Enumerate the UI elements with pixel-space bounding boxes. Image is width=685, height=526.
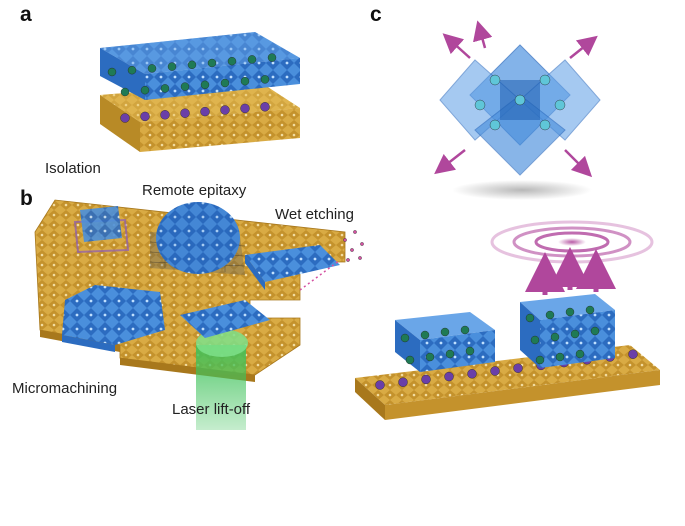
green-atom <box>585 305 595 315</box>
laser-film <box>180 300 270 338</box>
green-atom <box>425 352 435 362</box>
panel-a-substrate <box>100 82 300 152</box>
emitting-perovskite-block <box>520 294 615 368</box>
label-remote-epitaxy: Remote epitaxy <box>142 182 247 199</box>
etchant-droplet <box>353 230 357 234</box>
cyan-atom <box>554 99 566 111</box>
green-atom <box>240 76 250 86</box>
cluster-shadow <box>452 180 592 200</box>
label-micromachining: Micromachining <box>12 380 117 397</box>
cyan-atom <box>514 94 526 106</box>
etchant-droplet <box>346 258 350 262</box>
purple-atom <box>375 380 385 390</box>
etchant-droplet <box>360 242 364 246</box>
laser-lift-off <box>180 300 270 430</box>
green-atom <box>565 307 575 317</box>
purple-atom <box>240 103 250 114</box>
cyan-atom <box>489 119 501 131</box>
panel-a-green-atoms <box>107 53 277 97</box>
green-atom <box>440 327 450 337</box>
panel-b: b <box>12 182 364 430</box>
green-atom <box>530 335 540 345</box>
purple-atom <box>220 105 230 115</box>
free-octahedra-cluster <box>439 44 601 176</box>
green-atom <box>460 325 470 335</box>
green-atom <box>180 82 190 91</box>
cyan-atom <box>539 74 551 86</box>
green-atom <box>127 65 137 75</box>
green-atom <box>525 313 535 323</box>
purple-atom <box>444 371 454 382</box>
green-atom <box>405 355 415 365</box>
green-atom <box>575 349 585 359</box>
cyan-atom <box>539 119 551 131</box>
emission-arrows <box>525 247 616 295</box>
purple-atom <box>421 374 431 385</box>
green-atom <box>445 349 455 359</box>
green-atom <box>207 58 217 68</box>
panel-c: c <box>355 3 660 420</box>
purple-atom <box>140 111 150 122</box>
purple-atom <box>490 366 500 376</box>
wet-etching-film <box>245 245 341 291</box>
panel-c-green-atoms <box>400 305 600 365</box>
green-atom <box>167 62 177 71</box>
label-laser-lift-off: Laser lift-off <box>172 401 251 418</box>
label-wet-etching: Wet etching <box>275 206 354 223</box>
etchant-droplet <box>358 256 362 260</box>
green-atom <box>267 53 277 62</box>
green-atom <box>107 67 117 77</box>
etchant-droplet <box>350 248 354 252</box>
purple-atom <box>120 113 130 123</box>
panel-b-letter: b <box>20 187 33 210</box>
laser-beam <box>196 345 246 430</box>
purple-atom <box>398 377 408 387</box>
etchant-droplet <box>343 238 347 242</box>
green-atom <box>187 60 197 70</box>
green-atom <box>535 355 545 365</box>
green-atom <box>590 326 600 336</box>
etchant-droplets <box>343 230 364 262</box>
panel-a-purple-atoms <box>120 102 270 123</box>
purple-atom <box>160 110 170 120</box>
strain-arrows <box>434 20 598 178</box>
green-atom <box>400 333 410 343</box>
panel-a-caption: Isolation <box>45 160 101 177</box>
green-atom <box>200 80 210 90</box>
cyan-atom <box>489 74 501 86</box>
green-atom <box>160 84 170 93</box>
green-atom <box>140 85 150 95</box>
green-atom <box>550 332 560 342</box>
purple-atom <box>200 106 210 117</box>
green-atom <box>420 330 430 340</box>
micromachining-film <box>62 285 165 352</box>
purple-atom <box>513 363 523 373</box>
cluster-atoms <box>474 74 566 131</box>
green-atom <box>220 78 230 88</box>
panel-a: a Isolation <box>20 3 300 177</box>
clamped-perovskite-block <box>395 312 495 372</box>
isolation-well <box>73 206 130 254</box>
cyan-atom <box>474 99 486 111</box>
green-atom <box>570 329 580 339</box>
purple-atom <box>628 349 638 359</box>
green-atom <box>545 310 555 320</box>
emission-rings <box>490 220 654 264</box>
panel-a-letter: a <box>20 3 32 26</box>
purple-atom <box>260 102 270 112</box>
remote-epitaxy-crystal <box>156 202 240 274</box>
panel-c-letter: c <box>370 3 382 26</box>
green-atom <box>555 352 565 362</box>
green-atom <box>147 64 157 73</box>
purple-atom <box>180 108 190 118</box>
green-atom <box>465 346 475 356</box>
green-atom <box>247 55 257 64</box>
green-atom <box>260 75 270 84</box>
green-atom <box>120 87 130 97</box>
purple-atom <box>467 369 477 379</box>
green-atom <box>227 57 237 66</box>
